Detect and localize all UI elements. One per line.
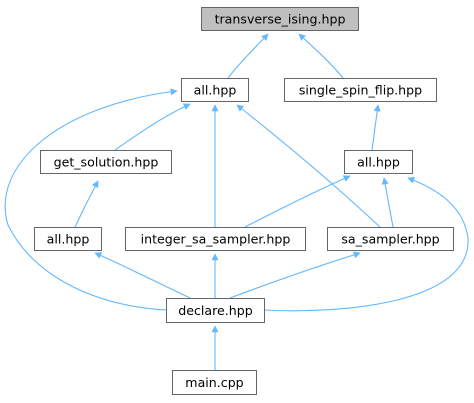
node-integer-sa-sampler[interactable]: integer_sa_sampler.hpp	[125, 227, 306, 251]
node-label: single_spin_flip.hpp	[299, 83, 422, 98]
edge-line	[229, 251, 361, 299]
node-label: declare.hpp	[178, 303, 253, 318]
node-box	[34, 227, 102, 251]
edge-line	[381, 177, 394, 228]
edge-declare-to-all-2	[263, 176, 469, 312]
node-box	[344, 150, 413, 174]
edge-sa-sampler-to-all-1	[236, 104, 381, 228]
edge-line	[263, 176, 469, 312]
edge-sa-sampler-to-all-2	[381, 177, 394, 228]
node-box	[40, 150, 172, 174]
edge-all-1-to-transverse-ising	[227, 33, 269, 79]
edge-line	[94, 252, 191, 299]
node-declare[interactable]: declare.hpp	[166, 298, 265, 323]
node-box	[125, 227, 306, 251]
node-box	[181, 78, 249, 102]
edge-all-3-to-get-solution	[74, 180, 99, 228]
node-label: get_solution.hpp	[54, 155, 159, 170]
edge-line	[298, 33, 344, 79]
node-single-spin-flip[interactable]: single_spin_flip.hpp	[284, 78, 437, 102]
node-label: main.cpp	[185, 375, 243, 390]
node-label: all.hpp	[194, 83, 237, 98]
edge-line	[74, 180, 99, 228]
edge-line	[4, 88, 178, 311]
node-box	[166, 298, 265, 323]
node-box	[172, 370, 257, 395]
nodes-layer: transverse_ising.hpp all.hpp single_spin_f…	[34, 7, 454, 395]
edges-layer	[4, 33, 469, 370]
node-all-1[interactable]: all.hpp	[181, 78, 249, 102]
node-main[interactable]: main.cpp	[172, 370, 257, 395]
node-all-2[interactable]: all.hpp	[344, 150, 413, 174]
node-label: all.hpp	[357, 155, 400, 170]
edge-line	[114, 103, 191, 151]
node-label: all.hpp	[47, 232, 90, 247]
node-sa-sampler[interactable]: sa_sampler.hpp	[327, 227, 454, 251]
node-get-solution[interactable]: get_solution.hpp	[40, 150, 172, 174]
edge-line	[371, 104, 381, 151]
node-box	[201, 7, 359, 31]
edge-integer-sa-sampler-to-all-2	[244, 175, 351, 228]
node-box	[284, 78, 437, 102]
edge-all-2-to-single-spin-flip	[371, 104, 381, 151]
node-label: integer_sa_sampler.hpp	[141, 232, 291, 247]
edge-declare-to-all-3	[94, 252, 191, 299]
edge-line	[227, 33, 269, 79]
node-transverse-ising: transverse_ising.hpp	[201, 7, 359, 31]
edge-single-spin-flip-to-transverse-ising	[298, 33, 344, 79]
edge-declare-to-sa-sampler	[229, 251, 361, 299]
edge-get-solution-to-all-1	[114, 103, 191, 151]
node-all-3[interactable]: all.hpp	[34, 227, 102, 251]
edge-line	[236, 104, 381, 228]
edge-line	[244, 175, 351, 228]
edge-declare-to-all-1	[4, 88, 178, 311]
node-label: sa_sampler.hpp	[341, 232, 439, 247]
node-box	[327, 227, 454, 251]
node-label: transverse_ising.hpp	[215, 12, 346, 27]
